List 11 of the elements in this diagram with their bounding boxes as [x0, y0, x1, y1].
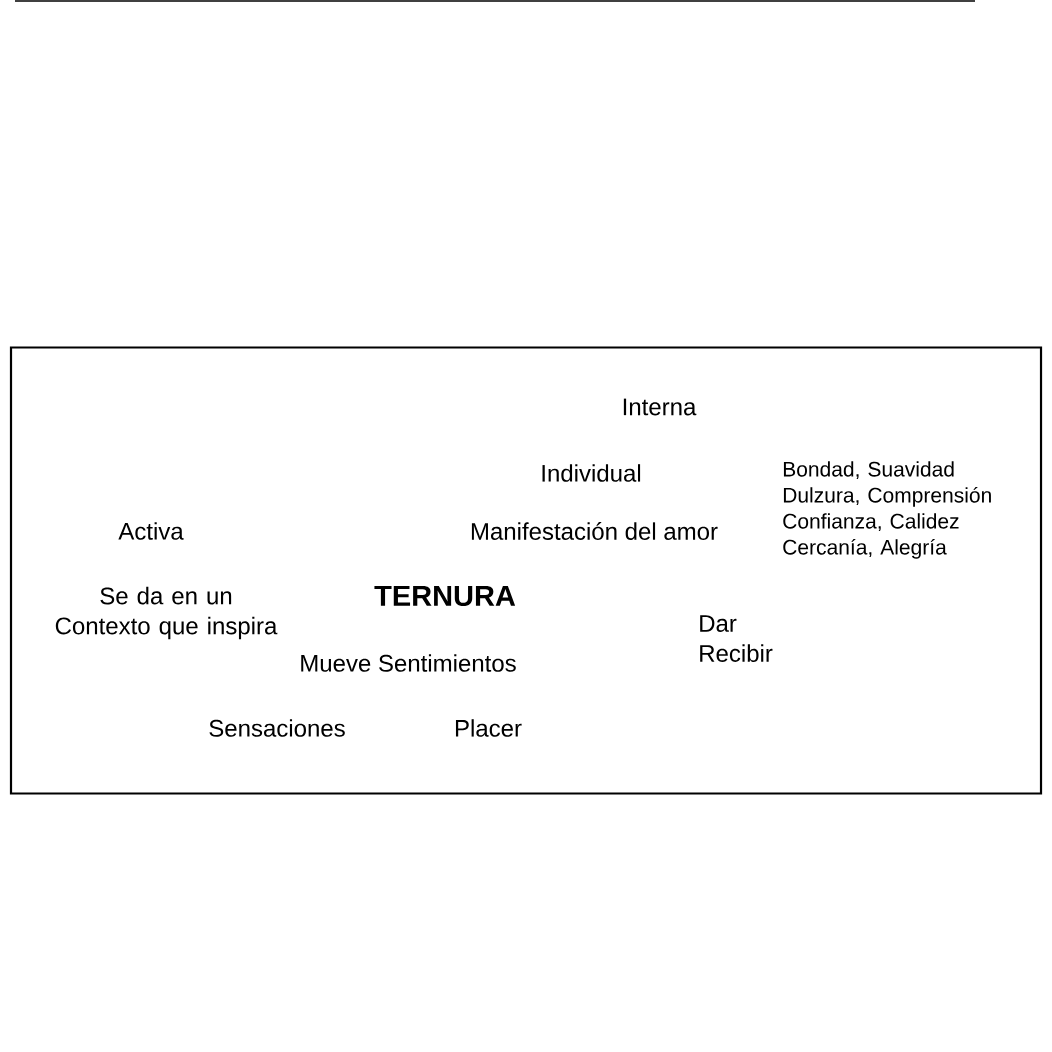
text-label: TERNURA: [374, 585, 516, 607]
text-label: Activa: [118, 522, 184, 540]
text-label: Individual: [542, 464, 641, 482]
text-label: Se da en un Contexto que inspira: [55, 586, 278, 640]
text-label: Placer: [455, 719, 522, 737]
text-label: Sensaciones: [209, 719, 345, 737]
text-label: Dar Recibir: [700, 615, 773, 662]
text-label: Mueve Sentimientos: [301, 654, 516, 672]
text-label: Manifestación del amor: [471, 522, 718, 540]
text-label: Bondad, Suavidad Dulzura, Comprensión Confianza, Calidez Cercanía, Alegría: [783, 461, 991, 559]
text-label: Interna: [623, 398, 697, 416]
